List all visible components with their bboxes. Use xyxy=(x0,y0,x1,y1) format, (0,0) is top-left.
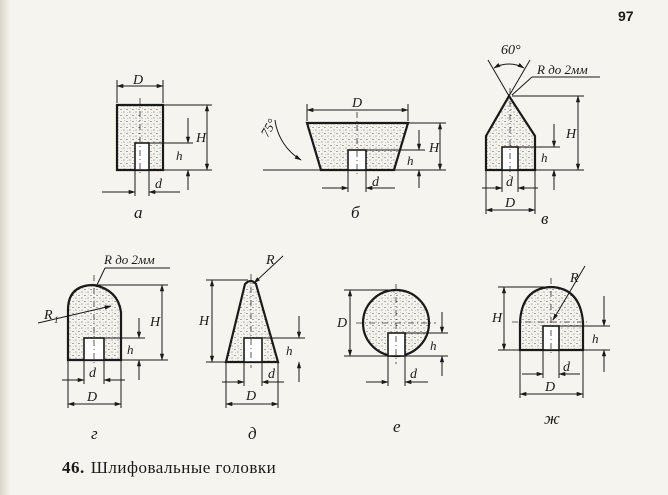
figure-v-label-d: d xyxy=(506,175,514,190)
figure-g-label-D: D xyxy=(86,390,97,405)
figure-zh: R H h d D ж xyxy=(491,265,610,428)
figure-dd-label-D: D xyxy=(245,389,256,404)
figure-caption-text: Шлифовальные головки xyxy=(90,458,277,477)
figure-b-label-d: d xyxy=(372,175,380,190)
figure-b-label-angle: 75° xyxy=(257,116,279,139)
figure-g-label-R1: R xyxy=(43,308,53,323)
page-number: 97 xyxy=(618,8,634,24)
figure-v-label-D: D xyxy=(504,196,515,211)
figure-zh-label-h: h xyxy=(592,331,599,346)
figure-g-label-radius: R до 2мм xyxy=(103,252,155,267)
figure-caption-number: 46. xyxy=(62,458,85,477)
figure-zh-label-d: d xyxy=(563,360,571,375)
figure-b-label-h: h xyxy=(407,153,414,168)
figure-e-letter: е xyxy=(393,417,401,436)
figure-b: 75° D H h d б xyxy=(257,96,446,222)
figure-e: D h d е xyxy=(336,284,448,436)
figure-dd-label-H: H xyxy=(198,314,210,329)
figure-dd-label-R: R xyxy=(265,253,275,268)
figure-zh-label-H: H xyxy=(491,311,503,326)
figure-a-label-d: d xyxy=(155,177,163,192)
figure-e-label-d: d xyxy=(410,367,418,382)
figure-a-label-h: h xyxy=(176,148,183,163)
figure-dd-body xyxy=(224,279,280,364)
figure-dd-label-h: h xyxy=(286,343,293,358)
figure-a: D H h d а xyxy=(102,73,212,222)
figure-e-label-D: D xyxy=(336,316,347,331)
figure-v-letter: в xyxy=(541,209,549,228)
figure-e-bore xyxy=(387,332,406,357)
figure-zh-label-R: R xyxy=(569,271,579,286)
figure-a-letter: а xyxy=(134,203,143,222)
figure-v-label-angle: 60° xyxy=(501,43,521,58)
figure-v-label-h: h xyxy=(541,150,548,165)
figure-g: R до 2мм R 1 H h d D г xyxy=(37,252,170,443)
figure-dd-label-d: d xyxy=(268,367,276,382)
figure-a-bore xyxy=(134,142,150,171)
figure-a-label-D: D xyxy=(132,73,143,88)
figure-zh-label-D: D xyxy=(544,380,555,395)
figure-v-label-radius: R до 2мм xyxy=(536,62,588,77)
figure-g-label-R1-sub: 1 xyxy=(54,315,59,325)
figure-v-body xyxy=(484,93,537,172)
figure-b-label-D: D xyxy=(351,96,362,111)
figure-dd: R H h d D д xyxy=(198,253,305,443)
figure-b-letter: б xyxy=(351,203,360,222)
figure-b-label-H: H xyxy=(428,141,440,156)
figure-v-label-H: H xyxy=(565,127,577,142)
figure-g-label-d: d xyxy=(89,366,97,381)
page-edge-shadow xyxy=(0,0,10,495)
figure-g-letter: г xyxy=(91,424,98,443)
figure-dd-letter: д xyxy=(248,424,257,443)
figure-g-label-h: h xyxy=(127,342,134,357)
figure-dd-bore xyxy=(243,337,263,363)
figure-caption: 46. Шлифовальные головки xyxy=(62,458,276,478)
figure-a-label-H: H xyxy=(195,131,207,146)
figure-zh-letter: ж xyxy=(544,409,560,428)
figure-g-label-H: H xyxy=(149,315,161,330)
figure-v: 60° R до 2мм H h d D в xyxy=(482,43,600,228)
figure-e-label-h: h xyxy=(430,338,437,353)
